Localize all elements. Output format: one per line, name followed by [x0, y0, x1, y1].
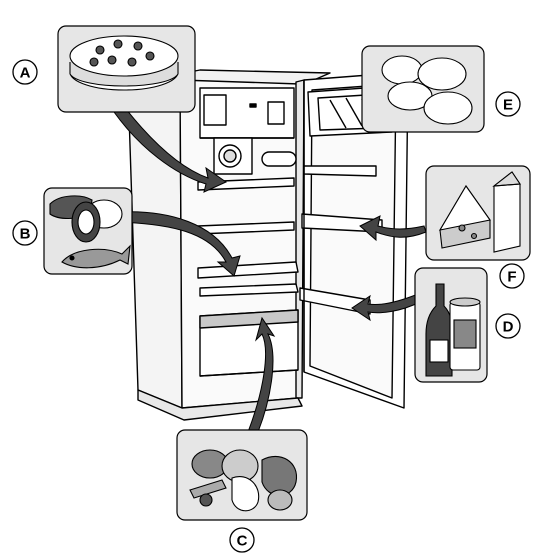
label-c: C	[229, 527, 255, 553]
arrow-f	[359, 215, 427, 242]
arrow-d	[351, 293, 421, 322]
inset-e	[361, 45, 485, 133]
inset-f	[425, 165, 531, 261]
label-b: B	[12, 220, 38, 246]
inset-b	[43, 187, 133, 275]
cake-icon	[69, 35, 179, 91]
label-e: E	[495, 91, 521, 117]
label-c-text: C	[237, 533, 248, 550]
label-d: D	[495, 313, 521, 339]
arrow-c	[247, 316, 276, 433]
eggs-icon	[381, 55, 473, 125]
label-e-text: E	[503, 97, 513, 114]
meat-fish-icon	[49, 195, 131, 269]
arrow-a	[113, 103, 228, 193]
label-a-text: A	[20, 65, 31, 82]
label-a: A	[12, 59, 38, 85]
inset-a	[57, 25, 196, 113]
cheese-milk-icon	[438, 171, 521, 253]
label-f: F	[499, 263, 525, 289]
label-d-text: D	[503, 319, 514, 336]
refrigerator	[127, 69, 409, 421]
label-b-text: B	[20, 226, 31, 243]
bottle-can-icon	[425, 283, 481, 377]
label-f-text: F	[507, 269, 516, 286]
inset-c	[176, 429, 308, 521]
inset-d	[414, 267, 488, 383]
fruit-vegetables-icon	[189, 449, 298, 512]
